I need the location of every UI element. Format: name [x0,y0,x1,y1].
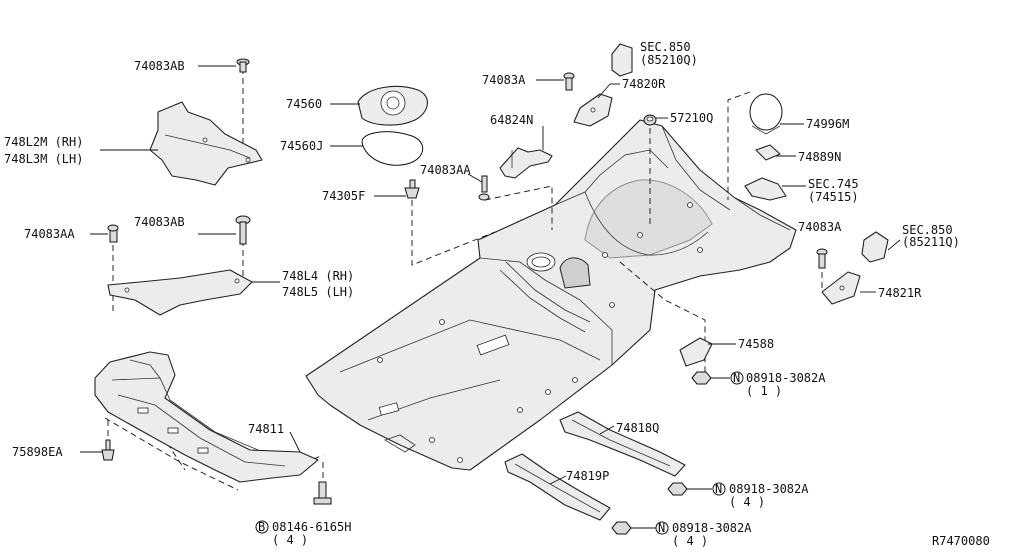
bolt-74083AB-top [236,58,250,73]
part-74821R-bracket [821,271,861,305]
label-nut1-part: 08918-3082A [746,371,826,385]
label-74588: 74588 [738,337,774,351]
nut-08918-3082A-2 [667,482,688,496]
label-74819P: 74819P [566,469,609,483]
label-74083AA-left: 74083AA [24,227,75,241]
label-748L5: 748L5 (LH) [282,285,354,299]
label-57210Q: 57210Q [670,111,713,125]
label-sec850-right-ref: (85211Q) [902,235,960,249]
label-nut1-qty: ( 1 ) [746,384,782,398]
label-74083A-top: 74083A [482,73,526,87]
nut-symbol-icon [712,482,726,496]
bolt-74083AA-center [478,175,490,201]
diagram-code: R7470080 [932,534,990,548]
part-sec850-right [861,231,889,263]
bolt-08146-6165H [313,481,332,505]
bolt-74083A-top [563,72,575,91]
label-74996M: 74996M [806,117,849,131]
leader-lines [80,65,901,529]
part-74811-undercover [94,351,319,483]
label-74818Q: 74818Q [616,421,659,435]
part-74996M-ring [749,93,783,135]
label-74083AB-mid: 74083AB [134,215,185,229]
floor-panel [305,119,797,471]
label-nut3-qty: ( 4 ) [672,534,708,548]
nut-08918-3082A-1 [691,371,712,385]
part-labels: 74083AB 748L2M (RH) 748L3M (LH) 74560 74… [4,40,990,548]
part-74889N-pad [755,144,781,161]
grommet-57210Q [643,114,657,126]
part-64824N-bracket [499,147,553,179]
nut-symbol-icon [655,521,669,535]
label-74083A-right: 74083A [798,220,842,234]
label-sec850-top-ref: (85210Q) [640,53,698,67]
label-74889N: 74889N [798,150,841,164]
label-74821R: 74821R [878,286,922,300]
label-sec850-right: SEC.850 [902,223,953,237]
part-74820R-bracket [573,93,613,127]
label-75898EA: 75898EA [12,445,63,459]
label-74083AA-center: 74083AA [420,163,471,177]
part-748L2M-bracket [149,101,263,186]
nut-symbol-letter: N [658,521,665,535]
nut-symbol-letter: N [733,371,740,385]
part-74560J-seal [361,131,424,166]
label-74811: 74811 [248,422,284,436]
label-nut2-qty: ( 4 ) [729,495,765,509]
bolt-symbol-letter: B [258,520,265,534]
bolt-74083AA-left [107,224,119,243]
clip-75898EA [101,439,115,461]
label-sec850-top: SEC.850 [640,40,691,54]
label-74083AB-top: 74083AB [134,59,185,73]
part-74560-cover [357,85,428,126]
bolt-symbol-icon [255,520,269,534]
part-748L4-bracket [107,269,253,316]
label-748L4: 748L4 (RH) [282,269,354,283]
nut-08918-3082A-3 [611,521,632,535]
clip-74305F [404,179,420,199]
label-74305F: 74305F [322,189,365,203]
bolt-74083AB-mid [235,215,251,245]
label-74560: 74560 [286,97,322,111]
label-64824N: 64824N [490,113,533,127]
label-sec745-ref: (74515) [808,190,859,204]
part-74819P-rail [504,453,611,521]
part-sec850-top [611,43,633,77]
part-74818Q-rail [559,411,686,477]
label-nut2-part: 08918-3082A [729,482,809,496]
nut-symbol-letter: N [715,482,722,496]
label-nut3-part: 08918-3082A [672,521,752,535]
label-748L3M: 748L3M (LH) [4,152,83,166]
part-74588-bracket [679,337,713,367]
fastener-symbols: N N N B [255,371,744,535]
label-bolt-qty: ( 4 ) [272,533,308,547]
label-74820R: 74820R [622,77,666,91]
part-sec745-bracket [744,177,787,201]
nut-symbol-icon [730,371,744,385]
label-74560J: 74560J [280,139,323,153]
label-748L2M: 748L2M (RH) [4,135,83,149]
bolt-74083A-right [816,248,828,269]
label-bolt-part: 08146-6165H [272,520,351,534]
label-sec745: SEC.745 [808,177,859,191]
